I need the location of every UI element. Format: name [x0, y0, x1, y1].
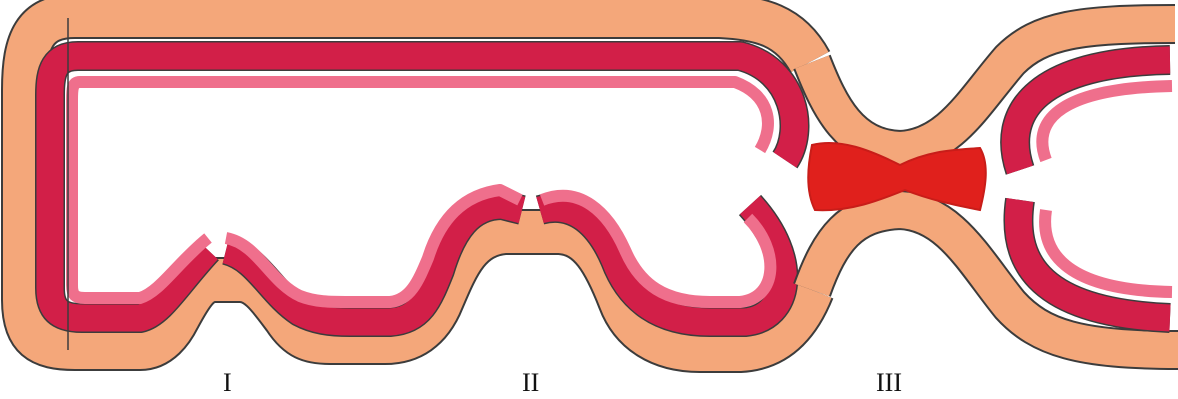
tube-main-loop: [24, 16, 812, 350]
stage-label-2: II: [522, 370, 539, 396]
right-upper-inner: [1042, 86, 1172, 160]
stage-label-3: III: [876, 370, 902, 396]
stage-label-1: I: [223, 370, 232, 396]
